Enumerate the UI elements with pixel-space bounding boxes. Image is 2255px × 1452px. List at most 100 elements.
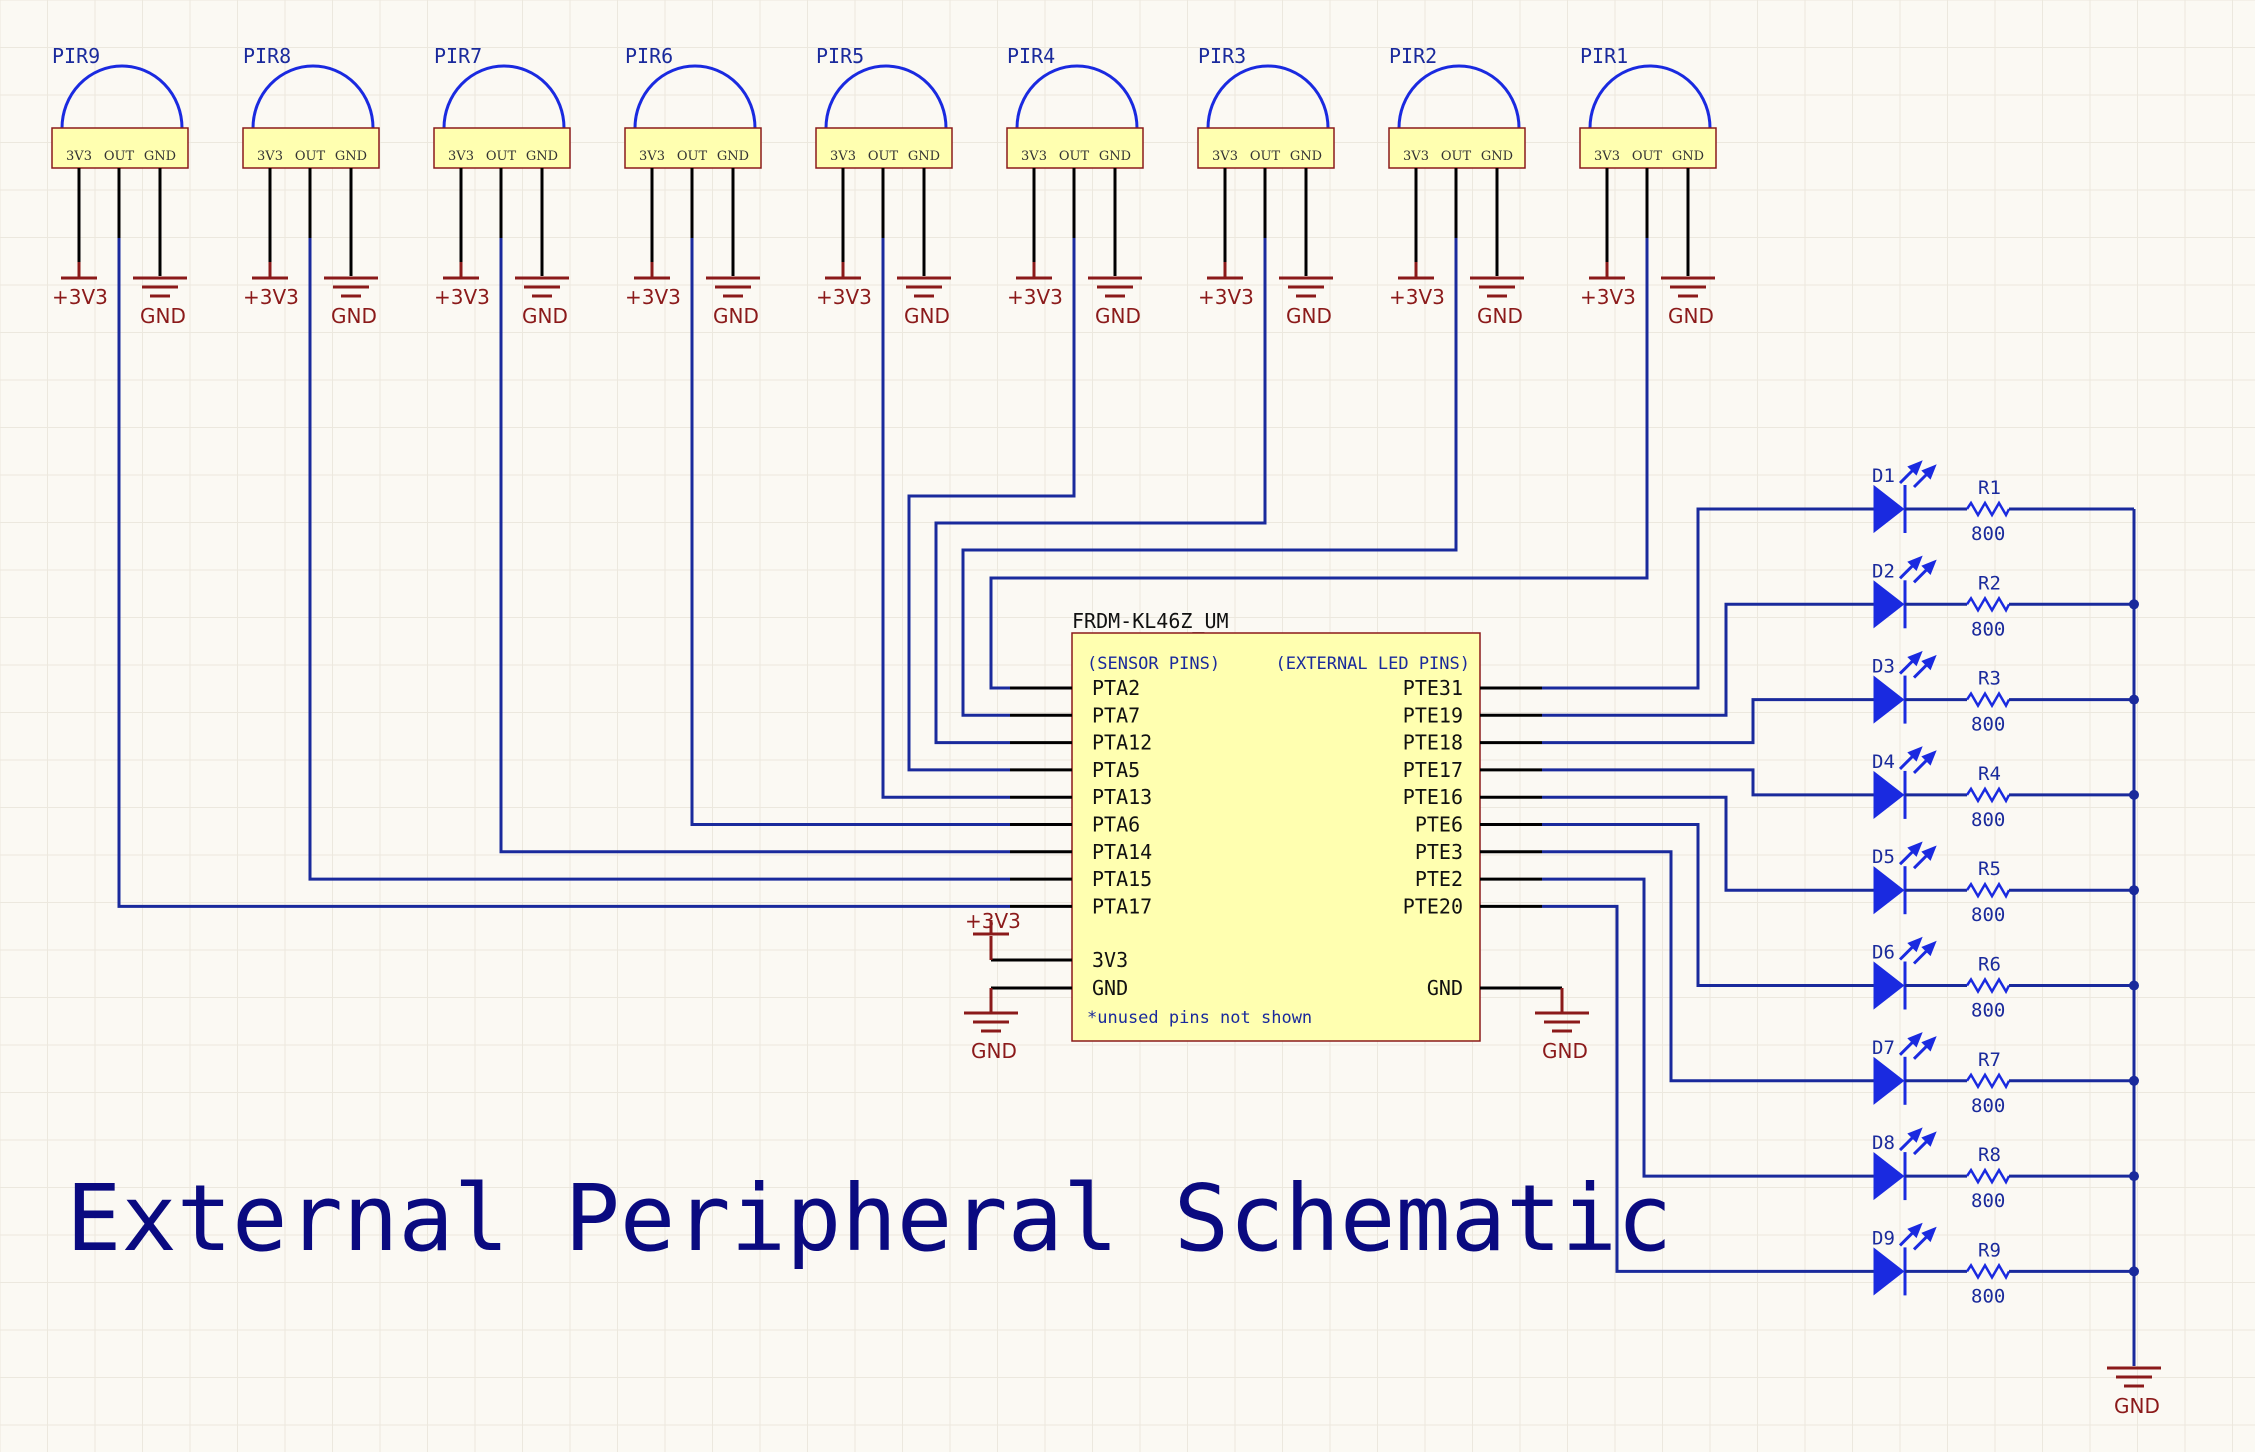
sensor-wire [499,238,1010,854]
power-label: +3V3 [1389,285,1445,309]
wires-layer [117,238,1875,1273]
ic-pin-label-pte17: PTE17 [1403,758,1463,782]
diode-designator: D3 [1872,656,1895,678]
pir-pin-label: GND [526,149,558,164]
ic-pin-label-gnd-left: GND [1092,976,1128,1000]
pir-designator: PIR4 [1007,44,1055,68]
resistor-designator: R6 [1978,954,2001,976]
ic-pin-label-pta2: PTA2 [1092,676,1140,700]
led-array: D1R1800D2R2800D3R3800D4R4800D5R5800D6R68… [1872,460,2161,1418]
diode-icon [1873,770,1905,819]
led-wire [1542,904,1875,1273]
led-wire [1542,768,1875,797]
light-arrow-head [1921,559,1937,575]
ic-left-header: (SENSOR PINS) [1087,654,1220,674]
ground-label: GND [522,304,568,328]
pir-body [1006,127,1144,169]
pir-pin-label: 3V3 [1212,149,1238,164]
sensor-wire [690,238,1010,826]
ic-pin-label-pta14: PTA14 [1092,840,1152,864]
ic-pin-label-pte3: PTE3 [1415,840,1463,864]
resistor-value: 800 [1971,904,2005,926]
power-label: +3V3 [1198,285,1254,309]
light-arrow-head [1907,1127,1923,1143]
light-arrow-head [1907,650,1923,667]
power-label: +3V3 [816,285,872,309]
pir-designator: PIR7 [434,44,482,68]
pir-dome [251,64,375,129]
diode-icon [1873,866,1905,915]
power-label: +3V3 [625,285,681,309]
pir-body [624,127,762,169]
light-arrow-head [1921,845,1937,861]
pir-pin-label: GND [717,149,749,164]
ic-pin-label-3v3: 3V3 [1092,948,1128,972]
power-label: +3V3 [965,909,1021,933]
diode-icon [1873,675,1905,724]
ic-pin-label-pta15: PTA15 [1092,867,1152,891]
led-wire [1542,698,1875,745]
resistor-designator: R4 [1978,763,2001,785]
led-wire [1542,877,1875,1178]
pir-dome [1015,64,1139,129]
pir-dome [1588,64,1712,129]
diode-designator: D1 [1872,465,1895,487]
pir-pin-label: 3V3 [1021,149,1047,164]
resistor-value: 800 [1971,1190,2005,1212]
ground-label: GND [1542,1039,1588,1063]
pir-dome [1397,64,1521,129]
diode-designator: D4 [1872,751,1895,773]
pir-body [242,127,380,169]
resistor-value: 800 [1971,1095,2005,1117]
pir-pin-label: OUT [1250,149,1281,164]
pir-designator: PIR3 [1198,44,1246,68]
light-arrow-head [1907,460,1923,476]
resistor-value: 800 [1971,523,2005,545]
resistor-value: 800 [1971,809,2005,831]
frdm-board: FRDM-KL46Z_UM(SENSOR PINS)(EXTERNAL LED … [964,609,1589,1063]
pir-pin-label: GND [1672,149,1704,164]
resistor-designator: R1 [1978,477,2001,499]
pir-pin-label: OUT [677,149,708,164]
pir-pin-label: GND [1290,149,1322,164]
diode-icon [1873,1247,1905,1296]
power-label: +3V3 [434,285,490,309]
ic-pin-label-pta12: PTA12 [1092,731,1152,755]
pir-pin-label: OUT [868,149,899,164]
resistor-value: 800 [1971,1285,2005,1307]
pir-pin-label: 3V3 [830,149,856,164]
resistor-designator: R2 [1978,572,2001,594]
sensor-wire [934,238,1267,745]
resistor-designator: R9 [1978,1239,2001,1261]
resistor-designator: R8 [1978,1144,2001,1166]
light-arrow-head [1921,1226,1937,1243]
ic-pin-label-pta5: PTA5 [1092,758,1140,782]
ic-footnote: *unused pins not shown [1087,1008,1312,1028]
pir-designator: PIR5 [816,44,864,68]
resistor-designator: R7 [1978,1049,2001,1071]
diode-icon [1873,961,1905,1010]
ic-right-header: (EXTERNAL LED PINS) [1276,654,1470,674]
ic-pin-label-pte19: PTE19 [1403,703,1463,727]
led-wire [1542,850,1875,1083]
pir-body [1579,127,1717,169]
power-label: +3V3 [1580,285,1636,309]
light-arrow-head [1921,654,1937,671]
ground-label: GND [1095,304,1141,328]
light-arrow-head [1921,1036,1937,1052]
ic-body [1071,632,1481,1042]
sensor-wire [117,238,1010,908]
pir-pin-label: GND [1481,149,1513,164]
pir-designator: PIR6 [625,44,673,68]
light-arrow-head [1907,841,1923,857]
ground-label: GND [1668,304,1714,328]
resistor-icon [1965,1262,2011,1281]
diode-designator: D6 [1872,942,1895,964]
